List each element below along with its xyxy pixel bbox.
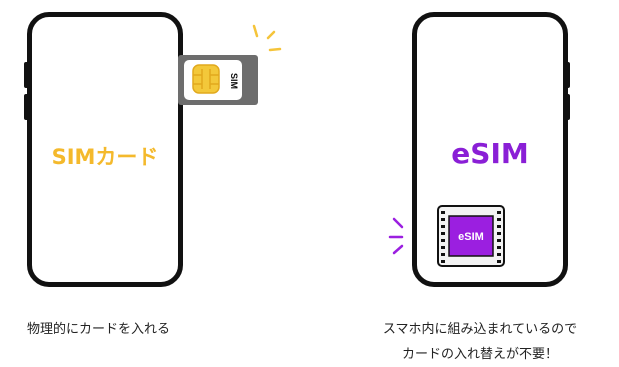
sim-card-label: SIM xyxy=(229,73,239,89)
sparkle-icon xyxy=(252,24,282,52)
right-phone-label: eSIM xyxy=(451,137,529,170)
left-phone: SIMカード xyxy=(27,12,183,287)
esim-chip-label: eSIM xyxy=(458,231,484,243)
sim-card-icon: SIM xyxy=(178,55,258,105)
right-caption-line-2: カードの入れ替えが不要！ xyxy=(401,347,558,362)
left-caption: 物理的にカードを入れる xyxy=(27,322,171,337)
esim-chip-icon: eSIM xyxy=(437,205,505,267)
left-phone-label: SIMカード xyxy=(51,145,159,169)
right-caption-line-1: スマホ内に組み込まれているので xyxy=(382,322,578,337)
right-phone-side-button-upper xyxy=(565,62,570,88)
left-phone-side-button-lower xyxy=(24,94,29,120)
right-phone-side-button-lower xyxy=(565,94,570,120)
left-phone-side-button-upper xyxy=(24,62,29,88)
sparkle-icon xyxy=(388,217,404,255)
